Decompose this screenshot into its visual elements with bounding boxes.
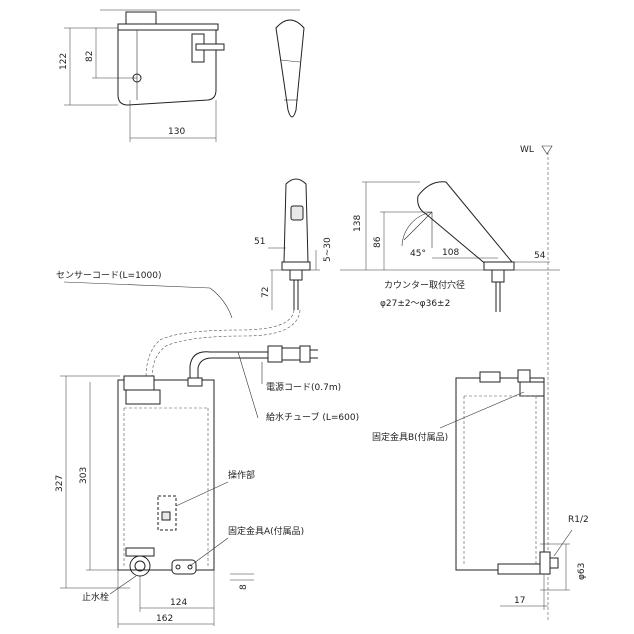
dim-8-label: 8 <box>239 584 249 590</box>
dim-162-label: 162 <box>156 614 173 624</box>
supply-tube-label: 給水チューブ (L=600) <box>266 411 359 423</box>
spout-side-view <box>401 181 515 312</box>
stop-valve-label-group: 止水栓 <box>82 575 137 603</box>
dim-124: 124 <box>139 570 215 626</box>
dim-124-label: 124 <box>170 598 187 608</box>
power-cord: 電源コード(0.7m) <box>261 345 341 393</box>
dim-72: 72 <box>261 270 273 310</box>
control-unit-front-view <box>117 375 215 577</box>
dim-122-label: 122 <box>59 53 69 70</box>
bracket-a-label-group: 固定金具A(付属品) <box>189 525 304 567</box>
dim-17: 17 <box>500 574 548 610</box>
dim-130-label: 130 <box>168 127 185 137</box>
wl-label: WL <box>520 145 534 155</box>
sensor-cord: センサーコード(L=1000) <box>56 270 301 379</box>
faucet-front-view <box>268 178 320 310</box>
dim-327-label: 327 <box>55 475 65 492</box>
dim-54-label: 54 <box>534 251 546 261</box>
bracket-b-label: 固定金具B(付属品) <box>372 431 448 443</box>
dim-303: 303 <box>79 382 130 571</box>
faucet-top-side-view <box>275 19 305 118</box>
dim-72-label: 72 <box>261 287 271 298</box>
dim-5to30-label: 5~30 <box>323 237 333 262</box>
dim-86: 86 <box>373 211 432 270</box>
dim-51: 51 <box>254 237 265 247</box>
sensor-cord-label: センサーコード(L=1000) <box>56 270 161 281</box>
dim-5to30: 5~30 <box>315 237 333 270</box>
power-cord-label: 電源コード(0.7m) <box>266 382 341 393</box>
dim-45-label: 45° <box>410 249 426 259</box>
dim-138-label: 138 <box>353 215 363 232</box>
counter-hole-label: カウンター取付穴径 <box>384 279 465 291</box>
thread-label-group: R1/2 <box>553 515 589 557</box>
dim-63-label: φ63 <box>577 563 587 580</box>
dim-86-label: 86 <box>373 236 383 248</box>
dim-82-label: 82 <box>85 51 95 62</box>
water-level-line: WL <box>520 145 553 620</box>
dim-51-label: 51 <box>254 237 265 247</box>
bracket-b-label-group: 固定金具B(付属品) <box>372 391 525 443</box>
control-unit-side-view <box>455 369 559 575</box>
dim-45: 45° <box>410 249 426 259</box>
stop-valve-label: 止水栓 <box>82 591 109 603</box>
dim-130: 130 <box>129 100 217 142</box>
dim-122: 122 <box>59 27 118 106</box>
dim-162: 162 <box>117 570 214 628</box>
dim-82: 82 <box>85 28 137 79</box>
dim-303-label: 303 <box>79 467 89 484</box>
thread-label: R1/2 <box>568 515 589 525</box>
operation-label-group: 操作部 <box>175 469 255 507</box>
operation-label: 操作部 <box>228 469 255 481</box>
supply-tube: 給水チューブ (L=600) <box>189 351 359 423</box>
dim-327: 327 <box>55 375 130 589</box>
counter-hole-size-label: φ27±2～φ36±2 <box>380 299 450 309</box>
dim-138: 138 <box>353 181 420 270</box>
top-view-unit <box>100 9 300 106</box>
bracket-a-label: 固定金具A(付属品) <box>228 525 304 537</box>
dim-108: 108 <box>432 248 498 259</box>
dim-54: 54 <box>512 251 550 263</box>
dim-63: φ63 <box>540 543 587 591</box>
dim-17-label: 17 <box>514 596 525 606</box>
dim-108-label: 108 <box>442 248 459 258</box>
dim-8: 8 <box>230 573 254 590</box>
